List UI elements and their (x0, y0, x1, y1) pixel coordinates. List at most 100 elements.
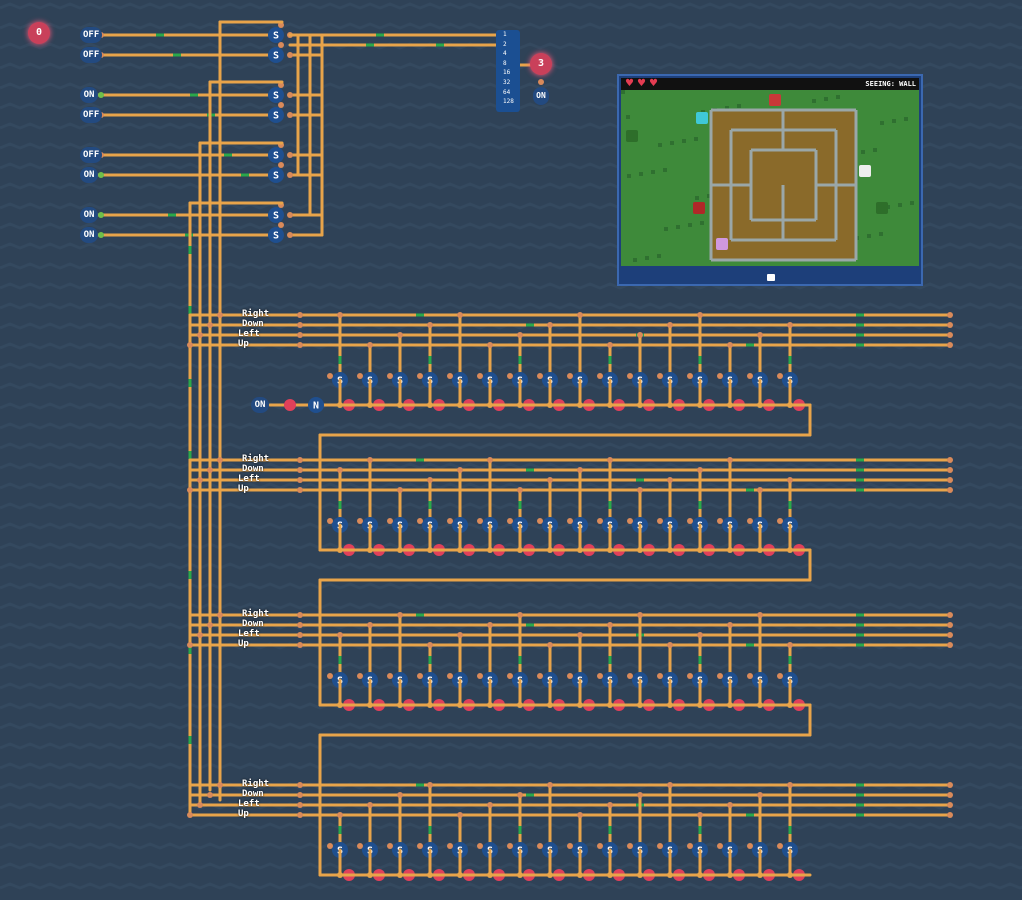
zigzag-line (0, 562, 1022, 570)
signal-pulse (608, 356, 612, 364)
grass-tuft (725, 106, 729, 110)
bus-tap-node (517, 792, 523, 798)
signal-pulse (788, 826, 792, 834)
bus-tap-node (427, 642, 433, 648)
signal-pulse (156, 33, 164, 37)
selector-gate[interactable] (268, 147, 284, 163)
gate-pin (687, 843, 693, 849)
signal-pulse (856, 803, 864, 807)
grass-tuft (695, 196, 699, 200)
gate-pin (597, 843, 603, 849)
signal-pulse (608, 826, 612, 834)
input-toggle-switch[interactable]: ON (80, 207, 98, 223)
chat-icon[interactable] (767, 274, 775, 281)
bus-tap-node (457, 312, 463, 318)
bus-end-pin (947, 457, 953, 463)
decoder-on-switch[interactable]: ON (533, 87, 549, 105)
game-maze-field (621, 90, 919, 266)
bus-tap-node (517, 332, 523, 338)
gate-pin (627, 843, 633, 849)
signal-pulse (856, 633, 864, 637)
signal-pulse (416, 613, 424, 617)
signal-pulse (338, 656, 342, 664)
selector-gate[interactable] (268, 27, 284, 43)
gate-pin (327, 843, 333, 849)
selector-gate[interactable] (268, 47, 284, 63)
bus-junction (217, 312, 223, 318)
decoder-bit-label: 2 (503, 40, 507, 48)
input-toggle-switch[interactable]: OFF (80, 147, 103, 163)
row-enable-switch[interactable]: ON (251, 397, 269, 413)
selector-gate[interactable] (268, 87, 284, 103)
bus-end-pin (947, 322, 953, 328)
zigzag-line (0, 302, 1022, 310)
grass-tuft (670, 141, 674, 145)
selector-gate[interactable] (268, 107, 284, 123)
bus-junction (187, 812, 193, 818)
signal-pulse (416, 313, 424, 317)
gate-pin (287, 52, 293, 58)
input-toggle-switch[interactable]: ON (80, 87, 98, 103)
bus-tap-node (457, 632, 463, 638)
gate-pin (327, 673, 333, 679)
bus-tap-node (397, 612, 403, 618)
gate-letter: N (313, 401, 319, 412)
input-toggle-switch[interactable]: ON (80, 227, 98, 243)
bus-end-pin (947, 622, 953, 628)
signal-pulse (608, 656, 612, 664)
bus-label-left: Left (238, 799, 260, 809)
gate-pin (597, 518, 603, 524)
gate-pin (327, 518, 333, 524)
bus-label-down: Down (242, 619, 264, 629)
input-pin (98, 232, 104, 238)
bus-junction (217, 457, 223, 463)
grass-tuft (658, 143, 662, 147)
zigzag-line (0, 602, 1022, 610)
bus-junction (297, 312, 303, 318)
bus-tap-node (667, 322, 673, 328)
input-toggle-switch[interactable]: OFF (80, 27, 103, 43)
selector-gate[interactable] (268, 167, 284, 183)
selector-gate[interactable] (268, 207, 284, 223)
input-toggle-switch[interactable]: OFF (80, 47, 103, 63)
bus-tap-node (427, 782, 433, 788)
bus-tap-node (607, 457, 613, 463)
signal-pulse (526, 623, 534, 627)
gate-pin (507, 843, 513, 849)
gate-pin (627, 518, 633, 524)
gate-pin (447, 518, 453, 524)
gate-pin (287, 172, 293, 178)
gate-pin (597, 673, 603, 679)
bus-tap-node (337, 467, 343, 473)
bus-junction (197, 632, 203, 638)
gate-pin (597, 373, 603, 379)
bus-junction (297, 782, 303, 788)
signal-pulse (526, 468, 534, 472)
gate-pin (538, 79, 544, 85)
signal-pulse (788, 656, 792, 664)
bus-tap-node (397, 792, 403, 798)
zigzag-line (0, 2, 1022, 10)
input-toggle-switch[interactable]: ON (80, 167, 98, 183)
bus-label-up: Up (238, 809, 249, 819)
grass-tuft (627, 174, 631, 178)
bus-end-pin (947, 792, 953, 798)
bus-tap-node (637, 487, 643, 493)
gate-pin (507, 518, 513, 524)
bus-tap-node (547, 782, 553, 788)
zigzag-line (0, 442, 1022, 450)
signal-pulse (746, 343, 754, 347)
grass-tuft (639, 172, 643, 176)
decoder-bit-label: 16 (503, 69, 511, 77)
gate-pin (747, 373, 753, 379)
not-gate[interactable] (308, 397, 324, 413)
gate-pin (417, 518, 423, 524)
decoder-bit-label: 1 (503, 31, 507, 38)
signal-pulse (526, 323, 534, 327)
input-toggle-switch[interactable]: OFF (80, 107, 103, 123)
gate-pin (447, 673, 453, 679)
gate-pin (567, 673, 573, 679)
signal-pulse (366, 43, 374, 47)
selector-gate[interactable] (268, 227, 284, 243)
game-hud: ♥ ♥ ♥ SEEING: WALL (621, 78, 919, 90)
